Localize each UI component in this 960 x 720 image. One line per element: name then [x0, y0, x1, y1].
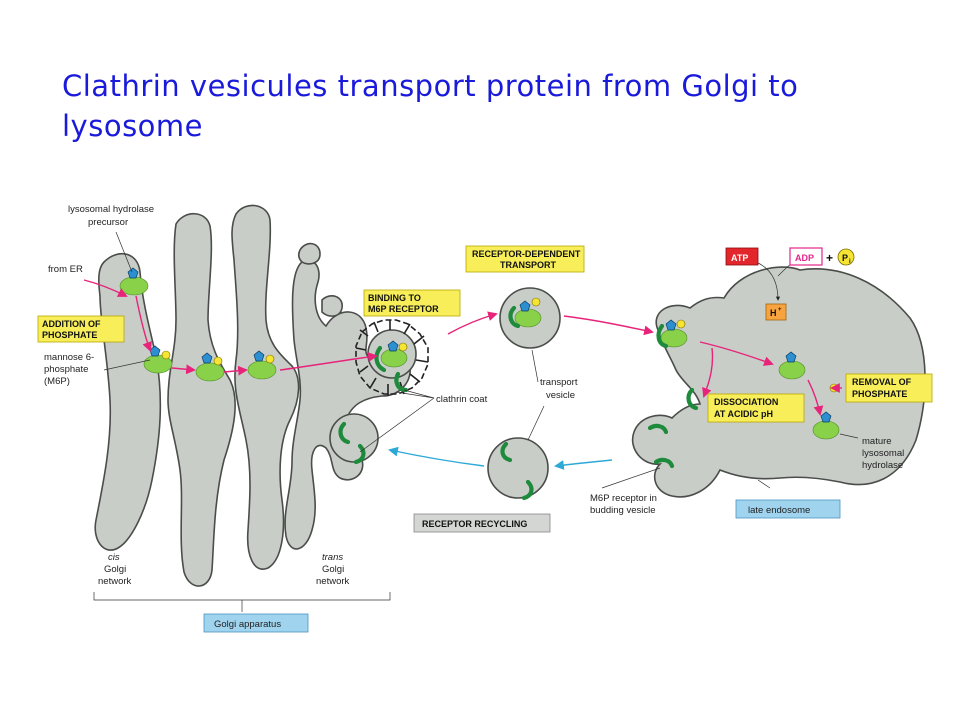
- svg-text:Golgi apparatus: Golgi apparatus: [214, 619, 281, 630]
- enzyme-medial-1: [195, 362, 225, 382]
- process-box-receptor-dependent: RECEPTOR-DEPENDENT TRANSPORT: [465, 245, 585, 273]
- adp-label: ADP: [795, 253, 814, 263]
- svg-text:DISSOCIATION: DISSOCIATION: [714, 397, 778, 407]
- trans-golgi-network: [284, 259, 411, 550]
- svg-text:H: H: [770, 308, 777, 318]
- svg-text:PHOSPHATE: PHOSPHATE: [852, 389, 907, 399]
- atp-label: ATP: [731, 253, 748, 263]
- mannose-icon: [387, 340, 399, 352]
- golgi-cisternae: [94, 204, 417, 587]
- svg-text:RECEPTOR-DEPENDENT: RECEPTOR-DEPENDENT: [472, 249, 581, 259]
- mannose-icon: [519, 300, 531, 312]
- slide-title: Clathrin vesicules transport protein fro…: [62, 69, 799, 143]
- svg-text:TRANSPORT: TRANSPORT: [500, 260, 557, 270]
- mannose-icon: [201, 352, 213, 364]
- enzyme-bound: [380, 348, 408, 368]
- label-transport-vesicle: vesicle: [546, 390, 575, 401]
- phosphate-icon: [161, 350, 171, 360]
- svg-text:late endosome: late endosome: [748, 505, 810, 516]
- leader-lines: [103, 231, 859, 489]
- process-box-dissociation: DISSOCIATION AT ACIDIC pH: [707, 393, 805, 423]
- label-m6p: mannose 6-: [44, 352, 94, 363]
- pi-icon: [837, 248, 855, 266]
- svg-text:P: P: [842, 253, 848, 263]
- phosphate-icon: [265, 354, 275, 364]
- svg-text:BINDING TO: BINDING TO: [368, 293, 421, 303]
- diagram-labels: lysosomal hydrolase precursor from ER ma…: [44, 204, 904, 587]
- mannose-icon: [820, 411, 832, 423]
- label-m6p-receptor: budding vesicle: [590, 505, 656, 516]
- label-cis: cis: [108, 552, 120, 563]
- medial-cisterna-2: [231, 204, 300, 570]
- recycling-vesicle-bottom: [487, 437, 549, 499]
- phosphate-icon: [398, 342, 408, 352]
- label-m6p: phosphate: [44, 364, 88, 375]
- label-trans: network: [316, 576, 350, 587]
- process-box-binding: BINDING TO M6P RECEPTOR: [363, 289, 461, 317]
- trans-bubble-1: [297, 242, 321, 265]
- label-clathrin-coat: clathrin coat: [436, 394, 488, 405]
- label-mature-hydrolase: mature: [862, 436, 892, 447]
- plus-sign: +: [826, 251, 833, 265]
- label-from-er: from ER: [48, 264, 83, 275]
- svg-text:ADDITION OF: ADDITION OF: [42, 319, 101, 329]
- svg-text:i: i: [849, 259, 851, 265]
- label-m6p: (M6P): [44, 376, 70, 387]
- trans-bubble-2: [321, 295, 343, 317]
- process-box-removal: REMOVAL OF PHOSPHATE: [845, 373, 933, 403]
- medial-cisterna-1: [167, 212, 236, 587]
- enzyme-mature: [812, 420, 840, 440]
- mannose-icon: [665, 319, 677, 331]
- mannose-icon: [785, 351, 797, 363]
- process-box-recycling: RECEPTOR RECYCLING: [413, 513, 551, 533]
- label-hydrolase-precursor: lysosomal hydrolase: [68, 204, 154, 215]
- label-box-late-endosome: late endosome: [735, 499, 841, 519]
- phosphate-icon: [531, 297, 541, 307]
- label-trans: trans: [322, 552, 343, 563]
- label-box-golgi-apparatus: Golgi apparatus: [203, 613, 309, 633]
- label-hydrolase-precursor: precursor: [88, 217, 128, 228]
- label-mature-hydrolase: hydrolase: [862, 460, 903, 471]
- label-trans: Golgi: [322, 564, 344, 575]
- svg-text:AT ACIDIC pH: AT ACIDIC pH: [714, 409, 773, 419]
- mannose-icon: [253, 350, 265, 362]
- recycled-vesicle-golgi: [329, 413, 379, 463]
- process-box-addition: ADDITION OF PHOSPHATE: [37, 315, 125, 343]
- mannose-icon: [149, 345, 161, 357]
- enzyme-endosome-2: [778, 360, 806, 380]
- svg-text:+: +: [778, 307, 782, 313]
- mannose-icon: [127, 267, 139, 279]
- label-cis: Golgi: [104, 564, 126, 575]
- label-transport-vesicle: transport: [540, 377, 578, 388]
- label-cis: network: [98, 576, 132, 587]
- svg-text:M6P RECEPTOR: M6P RECEPTOR: [368, 304, 439, 314]
- proton-pump-group: ATP ADP + P i H +: [725, 247, 855, 321]
- phosphate-icon: [213, 356, 223, 366]
- svg-text:PHOSPHATE: PHOSPHATE: [42, 330, 97, 340]
- golgi-bracket: [93, 592, 391, 601]
- phosphate-icon: [676, 319, 686, 329]
- svg-text:REMOVAL OF: REMOVAL OF: [852, 377, 912, 387]
- label-mature-hydrolase: lysosomal: [862, 448, 904, 459]
- forward-transport-arrows: [83, 279, 842, 416]
- cis-cisterna: [94, 252, 162, 551]
- enzyme-precursor: [119, 276, 149, 296]
- enzyme-medial-2: [247, 360, 277, 380]
- h-plus-badge: [765, 303, 787, 321]
- recycling-arrows: [388, 446, 613, 470]
- late-endosome-body: [631, 266, 926, 498]
- svg-text:RECEPTOR RECYCLING: RECEPTOR RECYCLING: [422, 519, 527, 529]
- label-m6p-receptor: M6P receptor in: [590, 493, 657, 504]
